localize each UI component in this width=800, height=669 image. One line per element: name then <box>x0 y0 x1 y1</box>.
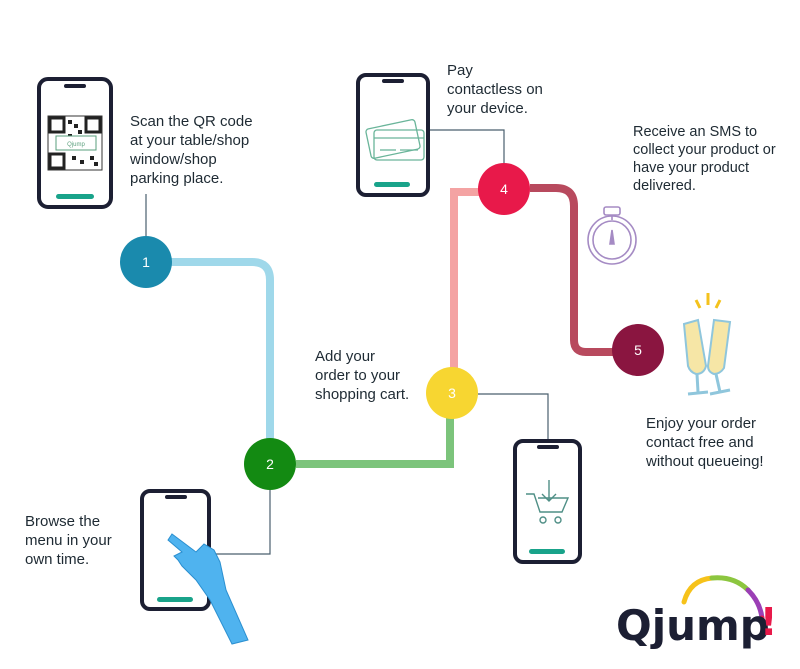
step-4-line: Pay <box>447 62 473 79</box>
step-1-number: 1 <box>142 254 150 270</box>
step-3-circle: 3 <box>426 367 478 419</box>
step-3-description: Add your order to your shopping cart. <box>315 347 409 404</box>
step-1-line: at your table/shop <box>130 132 250 149</box>
qr-badge-text: Qjump <box>67 142 85 148</box>
shopping-cart-icon <box>526 480 570 524</box>
phone-icon <box>140 489 211 611</box>
step-4-line: contactless on <box>447 81 543 98</box>
step-1-line: window/shop <box>130 151 217 168</box>
qr-code-icon <box>47 115 103 171</box>
path-4-5 <box>530 184 614 356</box>
final-line: contact free and <box>646 434 754 451</box>
step-4-number: 4 <box>500 181 508 197</box>
connector-2 <box>210 490 271 555</box>
step-2-line: Browse the <box>25 513 101 530</box>
step-4-description: Pay contactless on your device. <box>447 61 543 118</box>
step-2-line: menu in your <box>25 532 112 549</box>
step-5-line: Receive an SMS to <box>633 124 758 140</box>
step-1-description: Scan the QR code at your table/shop wind… <box>130 112 253 188</box>
path-3-4 <box>450 188 480 368</box>
step-5-number: 5 <box>634 342 642 358</box>
step-2-line: own time. <box>25 551 90 568</box>
connector-4 <box>430 129 505 164</box>
qjump-logo-exclaim: ! <box>760 600 778 644</box>
step-5-description: Receive an SMS to collect your product o… <box>633 123 776 195</box>
step-2-description: Browse the menu in your own time. <box>25 512 112 569</box>
step-5-circle: 5 <box>612 324 664 376</box>
step-5-line: have your product <box>633 160 750 176</box>
step-3-line: order to your <box>315 367 401 384</box>
step-2-number: 2 <box>266 456 274 472</box>
path-2-3 <box>296 418 454 468</box>
step-3-line: shopping cart. <box>315 386 410 403</box>
step-2-circle: 2 <box>244 438 296 490</box>
step-4-line: your device. <box>447 100 528 117</box>
stopwatch-icon <box>587 206 637 265</box>
qjump-logo: Qjump <box>616 601 770 650</box>
step-5-line: delivered. <box>633 178 696 194</box>
phone-icon <box>356 73 430 197</box>
step-3-line: Add your <box>315 348 376 365</box>
final-line: Enjoy your order <box>646 415 757 432</box>
credit-card-icon <box>365 119 425 161</box>
step-4-circle: 4 <box>478 163 530 215</box>
step-1-line: parking place. <box>130 170 224 187</box>
phone-icon <box>513 439 582 564</box>
step-1-circle: 1 <box>120 236 172 288</box>
qjump-logo-arc <box>681 575 766 639</box>
step-5-line: collect your product or <box>633 142 776 158</box>
final-description: Enjoy your order contact free and withou… <box>646 414 764 471</box>
step-1-line: Scan the QR code <box>130 113 253 130</box>
path-1-2 <box>170 258 274 440</box>
champagne-glasses-icon <box>682 293 732 396</box>
hand-pointer-icon <box>167 533 249 645</box>
final-line: without queueing! <box>646 453 764 470</box>
connector-3 <box>478 393 549 440</box>
step-3-number: 3 <box>448 385 456 401</box>
